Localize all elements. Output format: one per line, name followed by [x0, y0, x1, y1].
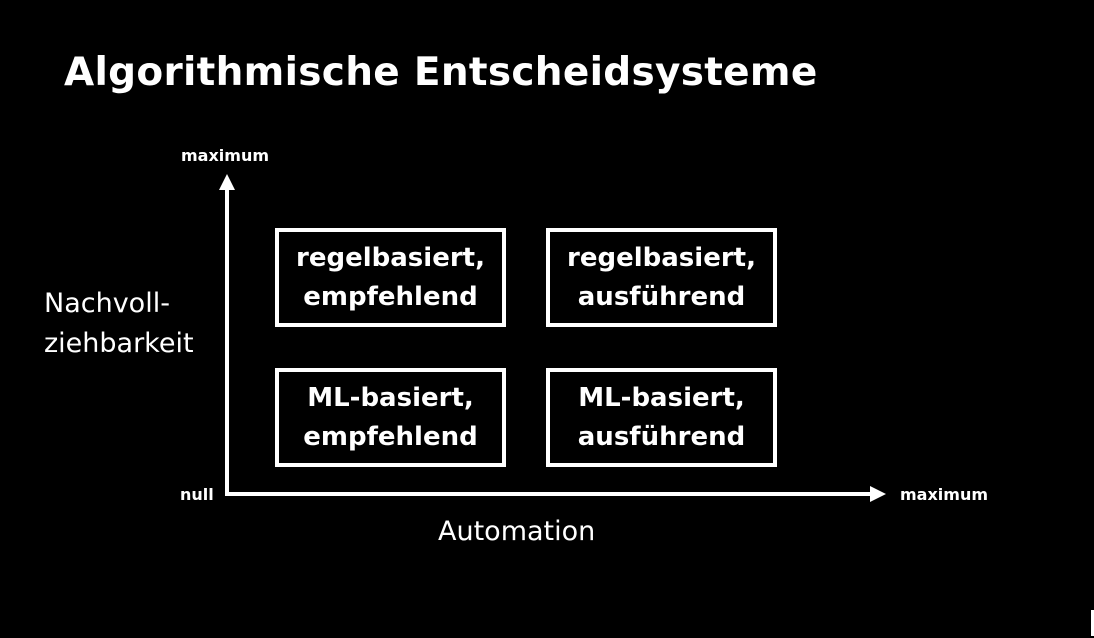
quadrant-rule-based-executing: regelbasiert, ausführend — [546, 228, 777, 327]
x-axis-max-label: maximum — [900, 485, 989, 504]
y-axis-max-label: maximum — [181, 146, 270, 165]
slide-title: Algorithmische Entscheidsysteme — [64, 50, 818, 95]
y-axis-title: Nachvoll- ziehbarkeit — [44, 284, 194, 364]
y-axis-arrowhead — [219, 174, 235, 190]
quadrant-ml-based-recommending: ML-basiert, empfehlend — [275, 368, 506, 467]
origin-label: null — [180, 485, 214, 504]
y-axis-title-line1: Nachvoll- — [44, 288, 170, 319]
y-axis-title-line2: ziehbarkeit — [44, 328, 194, 359]
quadrant-rule-based-recommending: regelbasiert, empfehlend — [275, 228, 506, 327]
edge-mark — [1091, 610, 1094, 636]
x-axis-arrowhead — [870, 486, 886, 502]
x-axis-title: Automation — [438, 516, 596, 547]
quadrant-ml-based-executing: ML-basiert, ausführend — [546, 368, 777, 467]
